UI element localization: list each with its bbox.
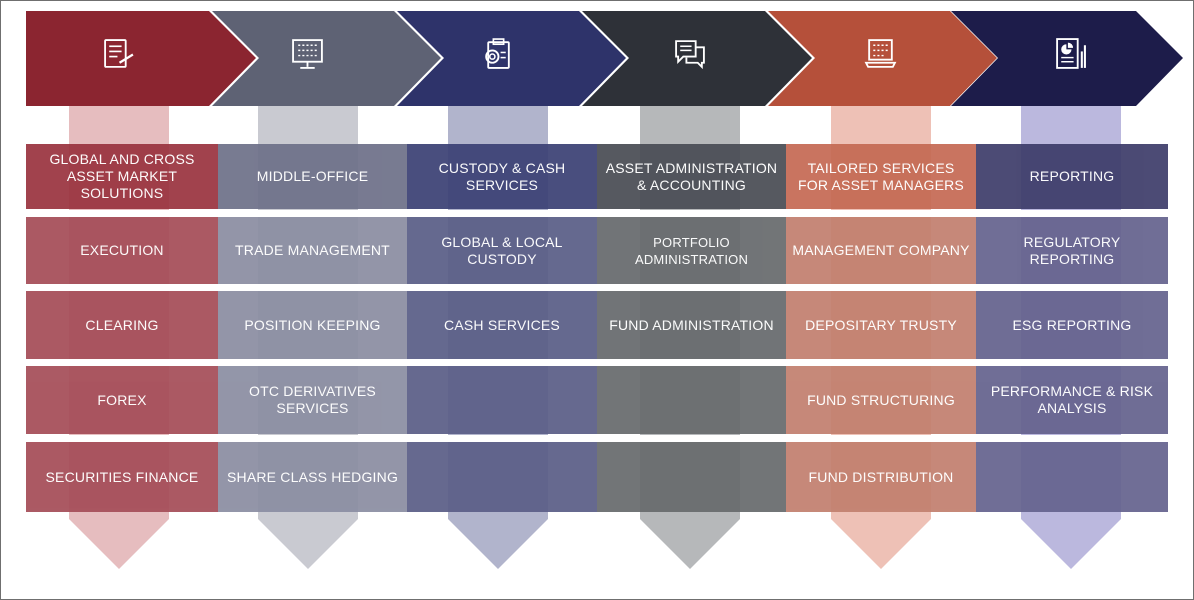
service-label: FOREX: [97, 391, 147, 408]
column-title-asset-admin: ASSET ADMINISTRATION & ACCOUNTING: [597, 144, 786, 209]
service-label: SHARE CLASS HEDGING: [226, 468, 399, 485]
column-title-label: TAILORED SERVICES FOR ASSET MANAGERS: [798, 159, 964, 193]
service-label: EXECUTION: [80, 242, 164, 258]
service-cell: [597, 442, 786, 512]
header-chevron-custody: [397, 11, 626, 106]
column-title-middle-office: MIDDLE-OFFICE: [218, 144, 407, 209]
service-cell: OTC DERIVATIVES SERVICES: [218, 366, 407, 434]
column-title-custody: CUSTODY & CASH SERVICES: [407, 144, 597, 209]
service-cell: TRADE MANAGEMENT: [218, 217, 407, 284]
service-cell: SHARE CLASS HEDGING: [218, 442, 407, 512]
chevron-shape: [951, 11, 1183, 106]
column-title-global-markets: GLOBAL AND CROSS ASSET MARKET SOLUTIONS: [26, 144, 218, 209]
service-cell: CASH SERVICES: [407, 291, 597, 359]
column-down-arrow-custody: [448, 513, 548, 569]
row-separator: [26, 284, 1168, 291]
column-down-arrow-global-markets: [69, 513, 169, 569]
service-cell: FUND DISTRIBUTION: [786, 442, 976, 512]
row-separator: [26, 210, 1168, 217]
service-cell: PERFORMANCE & RISK ANALYSIS: [976, 366, 1168, 434]
column-down-arrow-asset-admin: [640, 513, 740, 569]
row-separator: [26, 435, 1168, 442]
service-cell: FOREX: [26, 366, 218, 434]
chat-bubbles-icon: [675, 40, 705, 70]
service-cell: POSITION KEEPING: [218, 291, 407, 359]
column-title-label: REPORTING: [1029, 168, 1115, 184]
service-cell: GLOBAL & LOCAL CUSTODY: [407, 217, 597, 284]
service-label: ESG REPORTING: [1012, 316, 1132, 333]
pie-chart-report-icon: [1056, 38, 1086, 69]
down-arrow-shape: [831, 513, 931, 569]
service-cell: [407, 366, 597, 434]
column-title-label: GLOBAL AND CROSS ASSET MARKET SOLUTIONS: [49, 151, 195, 201]
service-label: GLOBAL & LOCAL CUSTODY: [441, 233, 563, 267]
service-cell: FUND STRUCTURING: [786, 366, 976, 434]
service-label: FUND STRUCTURING: [807, 391, 955, 408]
service-label: REGULATORY REPORTING: [1023, 233, 1121, 267]
column-title-reporting: REPORTING: [976, 144, 1168, 209]
service-cell: EXECUTION: [26, 217, 218, 284]
service-cell: DEPOSITARY TRUSTY: [786, 291, 976, 359]
column-title-label: ASSET ADMINISTRATION & ACCOUNTING: [605, 159, 778, 193]
clipboard-target-icon: [485, 38, 510, 69]
down-arrow-shape: [1021, 513, 1121, 569]
header-chevron-global-markets: [26, 11, 256, 106]
service-cell: REGULATORY REPORTING: [976, 217, 1168, 284]
row-separator: [26, 359, 1168, 366]
document-pen-icon: [104, 39, 134, 68]
column-title-label: MIDDLE-OFFICE: [256, 168, 369, 184]
column-down-arrow-reporting: [1021, 513, 1121, 569]
service-label: FUND ADMINISTRATION: [609, 316, 774, 333]
service-label: PERFORMANCE & RISK ANALYSIS: [990, 383, 1154, 416]
header-chevron-reporting: [951, 11, 1183, 106]
service-label: SECURITIES FINANCE: [45, 468, 199, 485]
service-cell: SECURITIES FINANCE: [26, 442, 218, 512]
service-label: CASH SERVICES: [444, 316, 560, 333]
service-label: PORTFOLIO ADMINISTRATION: [634, 234, 749, 267]
service-cell: FUND ADMINISTRATION: [597, 291, 786, 359]
column-down-arrow-middle-office: [258, 513, 358, 569]
service-cell: [597, 366, 786, 434]
service-cell: ESG REPORTING: [976, 291, 1168, 359]
service-label: OTC DERIVATIVES SERVICES: [249, 383, 376, 416]
service-cell: CLEARING: [26, 291, 218, 359]
service-cell: PORTFOLIO ADMINISTRATION: [597, 217, 786, 284]
down-arrow-shape: [69, 513, 169, 569]
laptop-icon: [864, 39, 897, 68]
chevron-shape: [582, 11, 812, 106]
service-cell: [407, 442, 597, 512]
down-arrow-shape: [640, 513, 740, 569]
service-label: DEPOSITARY TRUSTY: [805, 316, 957, 333]
column-down-arrow-asset-managers: [831, 513, 931, 569]
header-chevron-asset-managers: [768, 11, 997, 106]
service-label: POSITION KEEPING: [244, 316, 381, 333]
service-label: FUND DISTRIBUTION: [808, 468, 954, 485]
down-arrow-shape: [258, 513, 358, 569]
service-label: TRADE MANAGEMENT: [235, 242, 390, 258]
header-chevron-middle-office: [212, 11, 441, 106]
header-chevron-asset-admin: [582, 11, 812, 106]
service-label: MANAGEMENT COMPANY: [792, 242, 970, 258]
chevron-shape: [26, 11, 256, 106]
column-title-label: CUSTODY & CASH SERVICES: [438, 159, 566, 193]
down-arrow-shape: [448, 513, 548, 569]
monitor-grid-icon: [292, 39, 323, 69]
chevron-shape: [768, 11, 997, 106]
chevron-shape: [212, 11, 441, 106]
service-label: CLEARING: [85, 316, 159, 333]
chevron-shape: [397, 11, 626, 106]
service-cell: MANAGEMENT COMPANY: [786, 217, 976, 284]
column-title-asset-managers: TAILORED SERVICES FOR ASSET MANAGERS: [786, 144, 976, 209]
service-cell: [976, 442, 1168, 512]
